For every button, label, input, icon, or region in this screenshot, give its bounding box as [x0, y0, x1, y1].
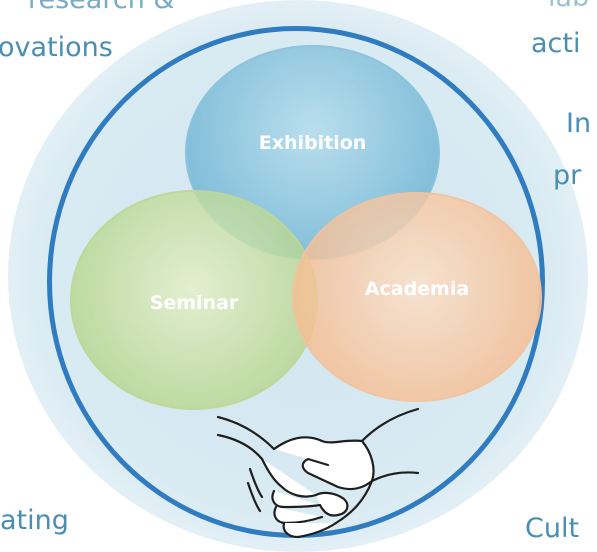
venn-label-seminar: Seminar: [149, 292, 239, 314]
venn-circle-academia: Academia: [292, 192, 542, 402]
fragment-top-left: ovations: [0, 32, 113, 63]
venn-label-exhibition: Exhibition: [258, 131, 367, 154]
fragment-right-2: pr: [553, 160, 582, 191]
venn-label-academia: Academia: [364, 278, 470, 300]
fragment-top-right: acti: [531, 28, 581, 59]
venn-circle-seminar: Seminar: [70, 190, 318, 410]
fragment-bottom-left: ating: [0, 505, 69, 536]
handshake-icon: [216, 407, 420, 539]
fragment-right-1: In: [566, 108, 592, 139]
fragment-top-right-partial: lab: [548, 0, 589, 11]
fragment-bottom-right: Cult: [525, 513, 580, 544]
fragment-top-left-partial: research &: [28, 0, 174, 13]
